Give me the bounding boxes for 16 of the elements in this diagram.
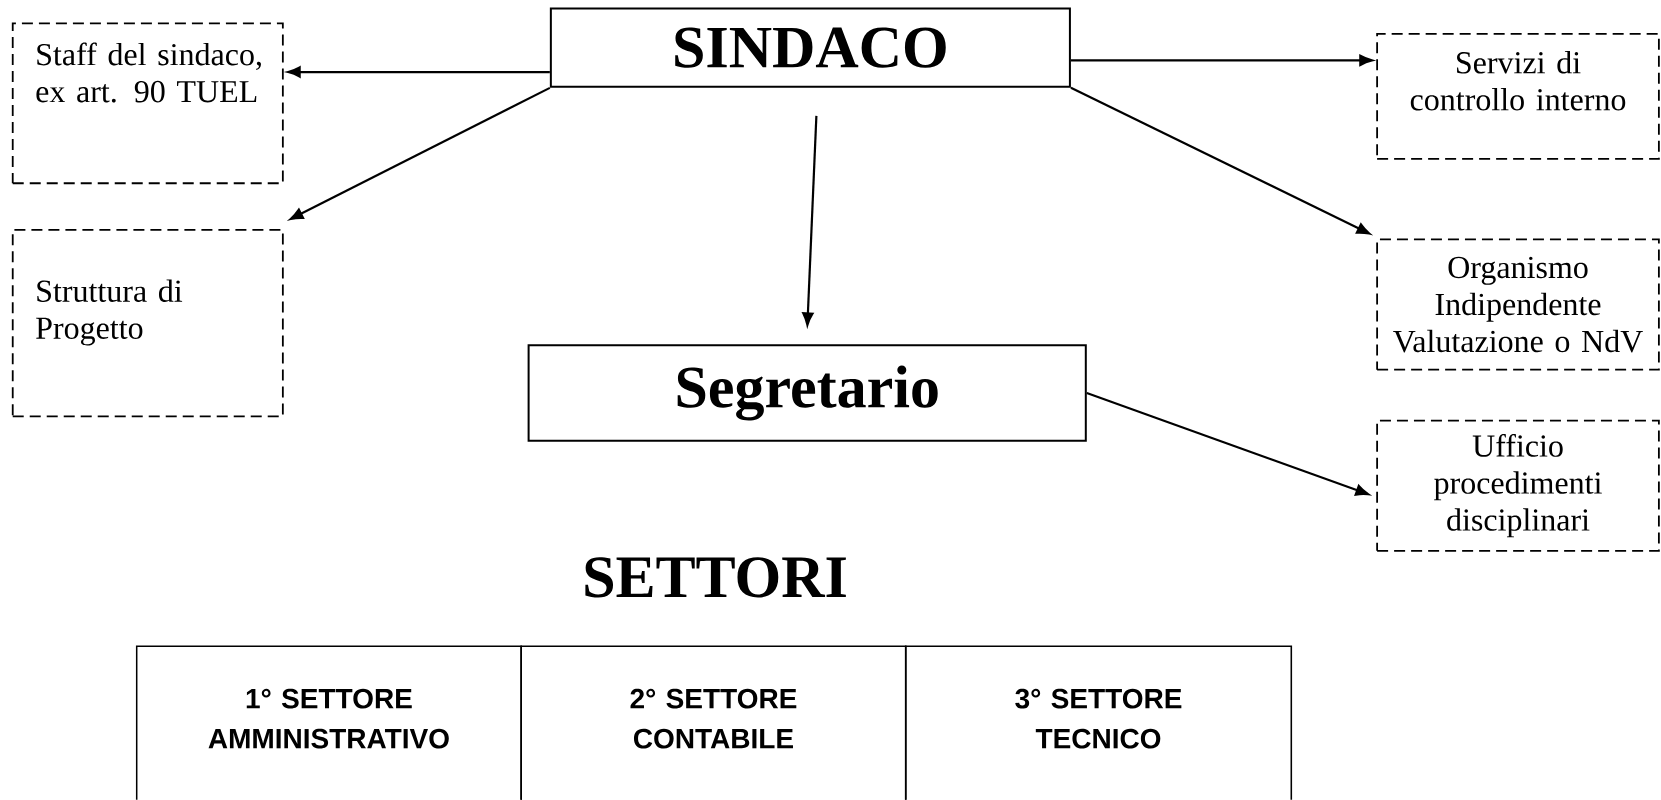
dashed-box: Servizi di controllo interno	[1376, 33, 1660, 160]
table-cell: 1° SETTORE AMMINISTRATIVO	[135, 645, 522, 800]
arrow	[1070, 87, 1371, 235]
arrow	[289, 87, 551, 221]
dashed-box: Ufficio procedimenti disciplinari	[1376, 419, 1660, 552]
arrow	[1086, 392, 1370, 496]
title-box: SINDACO	[549, 7, 1071, 88]
section-heading: SETTORI	[585, 557, 846, 598]
title-box: Segretario	[527, 344, 1087, 442]
dashed-box: Struttura di Progetto	[11, 229, 284, 418]
arrow	[287, 66, 550, 78]
arrow	[802, 115, 818, 327]
table-cell: 2° SETTORE CONTABILE	[520, 645, 907, 800]
table-cell: 3° SETTORE TECNICO	[904, 645, 1293, 800]
dashed-box: Staff del sindaco, ex art. 90 TUEL	[11, 22, 284, 185]
dashed-box: Organismo Indipendente Valutazione o NdV	[1376, 238, 1660, 371]
